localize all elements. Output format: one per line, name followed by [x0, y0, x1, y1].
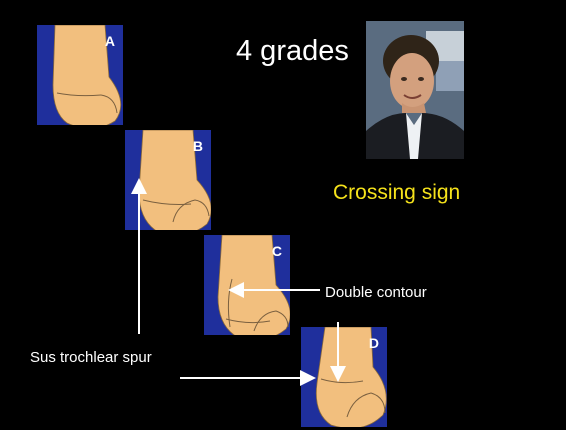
panel-label: A	[104, 33, 115, 49]
femur-illustration	[52, 25, 122, 125]
portrait-photo	[366, 21, 464, 159]
panel-c: C	[204, 235, 290, 335]
panel-label: D	[368, 335, 379, 351]
person-photo-icon	[366, 21, 464, 159]
crossing-sign-caption: Crossing sign	[333, 181, 461, 204]
panel-label: C	[271, 243, 282, 259]
sus-trochlear-spur-label: Sus trochlear spur	[30, 349, 152, 366]
femur-illustration	[217, 235, 290, 335]
femur-illustration	[315, 327, 387, 427]
double-contour-label: Double contour	[325, 284, 427, 301]
panel-a: A	[37, 25, 123, 125]
femur-illustration	[138, 130, 211, 230]
slide-title: 4 grades	[236, 35, 349, 67]
panel-label: B	[192, 138, 203, 154]
